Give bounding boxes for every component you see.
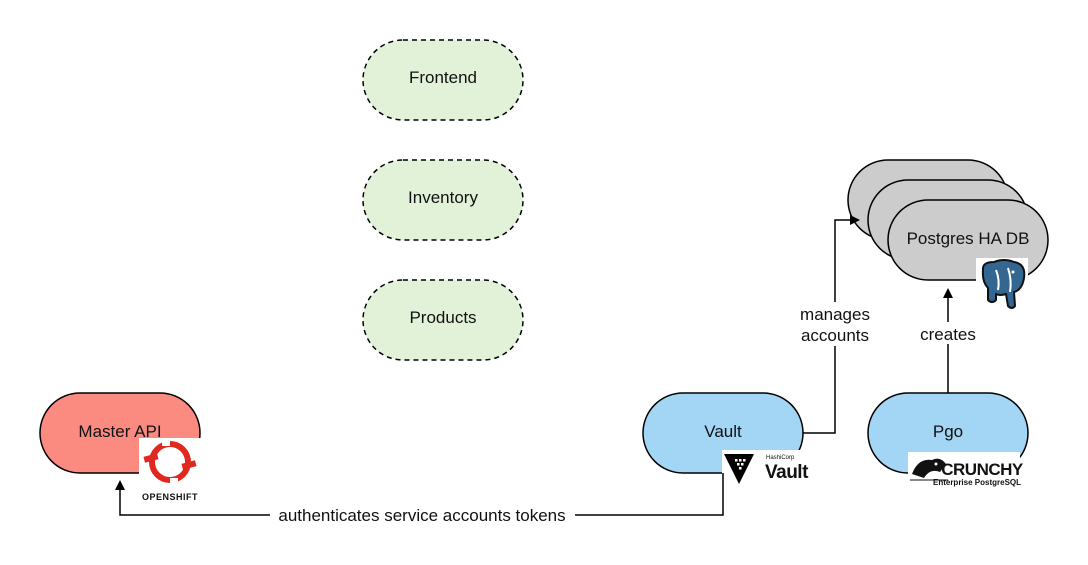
pgo-label: Pgo [933, 422, 963, 441]
crunchy-logo-name: CRUNCHY [941, 460, 1024, 479]
openshift-logo-text: OPENSHIFT [142, 492, 198, 502]
crunchy-icon [910, 458, 948, 481]
postgres-label: Postgres HA DB [907, 229, 1030, 248]
auth-edge: authenticates service accounts tokens [115, 473, 724, 525]
vault-logo-name: Vault [765, 462, 809, 483]
openshift-icon [143, 440, 197, 484]
manages-edge-label-line1: manages [800, 305, 870, 324]
vault-logo-brand: HashiCorp [766, 455, 795, 461]
creates-edge-label: creates [920, 325, 976, 344]
inventory-node[interactable]: Inventory [362, 159, 524, 241]
frontend-node[interactable]: Frontend [362, 39, 524, 121]
master-api-label: Master API [78, 422, 161, 441]
openshift-logo: OPENSHIFT [139, 438, 201, 504]
vault-label: Vault [704, 422, 742, 441]
auth-edge-label: authenticates service accounts tokens [278, 506, 565, 525]
postgres-ha-db-node[interactable]: Postgres HA DB [847, 159, 1049, 281]
vault-icon [724, 454, 754, 484]
postgres-elephant-icon [976, 258, 1028, 312]
manages-edge: manages accounts [794, 215, 876, 434]
inventory-label: Inventory [408, 188, 478, 207]
products-label: Products [409, 308, 476, 327]
frontend-label: Frontend [409, 68, 477, 87]
manages-edge-label-line2: accounts [801, 326, 869, 345]
products-node[interactable]: Products [362, 279, 524, 361]
hashicorp-vault-logo: HashiCorp Vault [722, 450, 820, 486]
crunchy-logo: CRUNCHY Enterprise PostgreSQL [908, 452, 1024, 488]
creates-edge: creates [915, 288, 981, 393]
crunchy-logo-sub: Enterprise PostgreSQL [933, 478, 1021, 487]
